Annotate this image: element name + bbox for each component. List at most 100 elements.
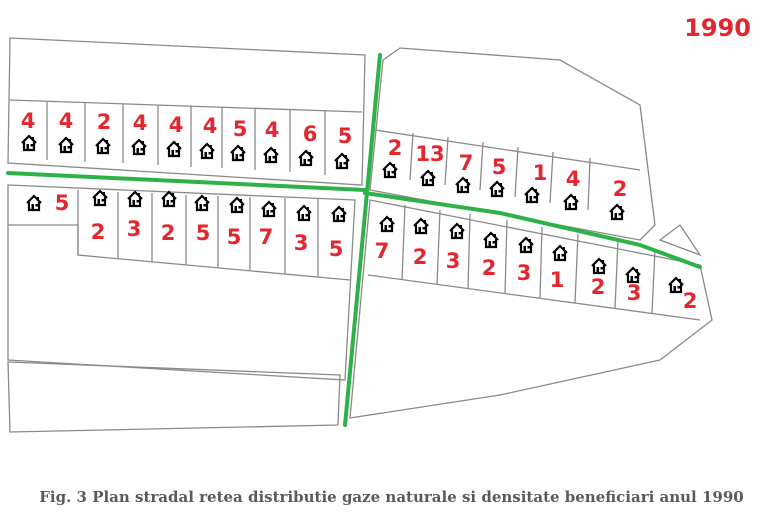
- lot-divider: [504, 219, 508, 295]
- beneficiary-count: 5: [492, 155, 507, 179]
- house-icon: [95, 137, 111, 155]
- house-icon: [331, 205, 347, 223]
- lot: 2: [668, 276, 698, 313]
- beneficiary-count: 4: [133, 111, 148, 135]
- beneficiary-count: 7: [375, 239, 390, 263]
- beneficiary-count: 3: [127, 217, 142, 241]
- house-icon: [58, 136, 74, 154]
- beneficiary-count: 4: [59, 109, 74, 133]
- house-icon: [229, 196, 245, 214]
- lot: 3: [517, 236, 534, 285]
- lot: 4: [563, 167, 581, 211]
- house-icon: [449, 222, 465, 240]
- beneficiary-count: 3: [517, 261, 532, 285]
- lot: 3: [127, 190, 143, 241]
- beneficiary-count: 5: [329, 237, 344, 261]
- house-icon: [21, 134, 37, 152]
- lot: 7: [375, 215, 395, 263]
- house-icon: [263, 146, 279, 164]
- house-icon: [420, 169, 436, 187]
- beneficiary-count: 5: [338, 124, 353, 148]
- lot: 5: [489, 155, 507, 198]
- lot-divider: [539, 226, 543, 299]
- lot: 5: [230, 117, 248, 162]
- house-icon: [668, 276, 684, 294]
- lot-divider: [479, 141, 484, 191]
- lot: 4: [166, 113, 183, 158]
- lot: 4: [263, 118, 280, 164]
- beneficiary-count: 5: [55, 191, 70, 215]
- beneficiary-count: 2: [591, 275, 606, 299]
- lot: 6: [298, 122, 318, 167]
- house-icon: [455, 176, 471, 194]
- beneficiary-count: 4: [21, 109, 36, 133]
- gas-network-roads: [6, 53, 702, 427]
- house-icon: [609, 203, 625, 221]
- beneficiary-count: 2: [91, 220, 106, 244]
- beneficiary-count: 2: [482, 256, 497, 280]
- figure-caption: Fig. 3 Plan stradal retea distributie ga…: [39, 488, 744, 506]
- beneficiary-count: 7: [259, 225, 274, 249]
- lot-divider: [436, 209, 441, 286]
- lot: 2: [91, 189, 108, 244]
- lot: 4: [131, 111, 148, 156]
- house-icon: [92, 189, 108, 207]
- lot: 13: [415, 142, 445, 187]
- house-icon: [131, 138, 147, 156]
- beneficiary-count: 4: [203, 114, 218, 138]
- house-icon: [161, 190, 177, 208]
- beneficiary-count: 13: [415, 142, 444, 166]
- road-west-east-right: [363, 191, 702, 269]
- lot-divider: [587, 157, 591, 211]
- lot: 4: [21, 109, 37, 152]
- beneficiary-count: 4: [265, 118, 280, 142]
- lot-divider: [467, 213, 471, 290]
- lot: 3: [294, 204, 312, 255]
- beneficiary-count: 3: [294, 231, 309, 255]
- beneficiary-count: 2: [161, 221, 176, 245]
- lot: 2: [161, 190, 177, 245]
- house-icon: [382, 161, 398, 179]
- lot: 2: [95, 110, 112, 155]
- house-icon: [413, 217, 429, 235]
- lot: 2: [413, 217, 429, 269]
- beneficiary-count: 2: [413, 245, 428, 269]
- beneficiary-count: 3: [627, 281, 642, 305]
- lot: 5: [329, 205, 347, 261]
- lot: 2: [482, 231, 499, 280]
- beneficiary-count: 5: [196, 221, 211, 245]
- beneficiary-count: 4: [566, 167, 581, 191]
- house-icon: [230, 144, 246, 162]
- beneficiary-count: 5: [233, 117, 248, 141]
- beneficiary-count: 2: [613, 177, 628, 201]
- lot-divider: [444, 136, 449, 186]
- lot: 4: [58, 109, 74, 154]
- lot: 7: [259, 200, 277, 249]
- house-icon: [379, 215, 395, 233]
- house-icon: [518, 236, 534, 254]
- beneficiary-count: 1: [533, 161, 548, 185]
- house-icon: [127, 190, 143, 208]
- lot-divider: [614, 239, 619, 309]
- beneficiary-count: 2: [683, 289, 698, 313]
- lot-divider: [574, 233, 579, 304]
- road-west-east-left: [6, 171, 367, 192]
- lot: 4: [199, 114, 218, 160]
- lot-divider: [401, 204, 406, 281]
- house-icon: [296, 204, 312, 222]
- lot-divider: [549, 151, 554, 204]
- house-icon: [552, 244, 568, 262]
- beneficiary-count: 2: [97, 110, 112, 134]
- beneficiary-count: 7: [459, 151, 474, 175]
- lot-divider: [514, 146, 519, 198]
- lot: 1: [524, 161, 548, 204]
- year-label: 1990: [684, 14, 751, 42]
- house-icon: [261, 200, 277, 218]
- lot: 2: [382, 136, 402, 179]
- beneficiary-count: 6: [303, 122, 318, 146]
- house-icon: [625, 266, 641, 284]
- block-outlines: [7, 37, 713, 433]
- house-icon: [166, 140, 182, 158]
